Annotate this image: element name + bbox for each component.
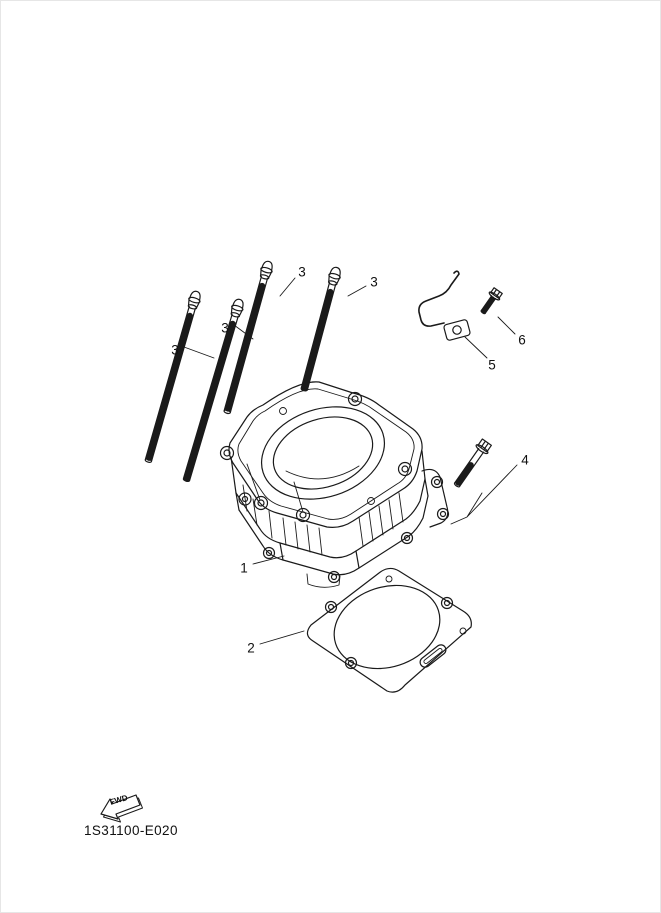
callout-3c: 3 <box>298 264 306 280</box>
callout-leader-lines <box>183 277 518 645</box>
callout-1: 1 <box>240 560 248 576</box>
cylinder-illustration <box>219 381 450 588</box>
part-code: 1S31100-E020 <box>84 823 178 838</box>
bolt-illustration <box>453 438 492 488</box>
stud-bolt-2 <box>182 298 244 483</box>
callout-3a: 3 <box>171 342 179 358</box>
stay-bracket-illustration <box>418 270 471 341</box>
callout-6: 6 <box>518 332 526 348</box>
callout-5: 5 <box>488 357 496 373</box>
stud-bolt-1 <box>144 290 201 463</box>
stud-alignment-lines <box>246 463 304 513</box>
callout-4: 4 <box>521 452 529 468</box>
callout-2: 2 <box>247 640 255 656</box>
gasket-illustration <box>306 567 472 693</box>
callout-3b: 3 <box>221 320 229 336</box>
fwd-arrow-icon <box>100 794 143 823</box>
flange-bolt-illustration <box>480 287 503 315</box>
stud-bolt-4 <box>300 266 341 392</box>
stud-bolt-3 <box>223 260 273 415</box>
callout-3d: 3 <box>370 274 378 290</box>
cylinder-fins <box>242 484 404 556</box>
